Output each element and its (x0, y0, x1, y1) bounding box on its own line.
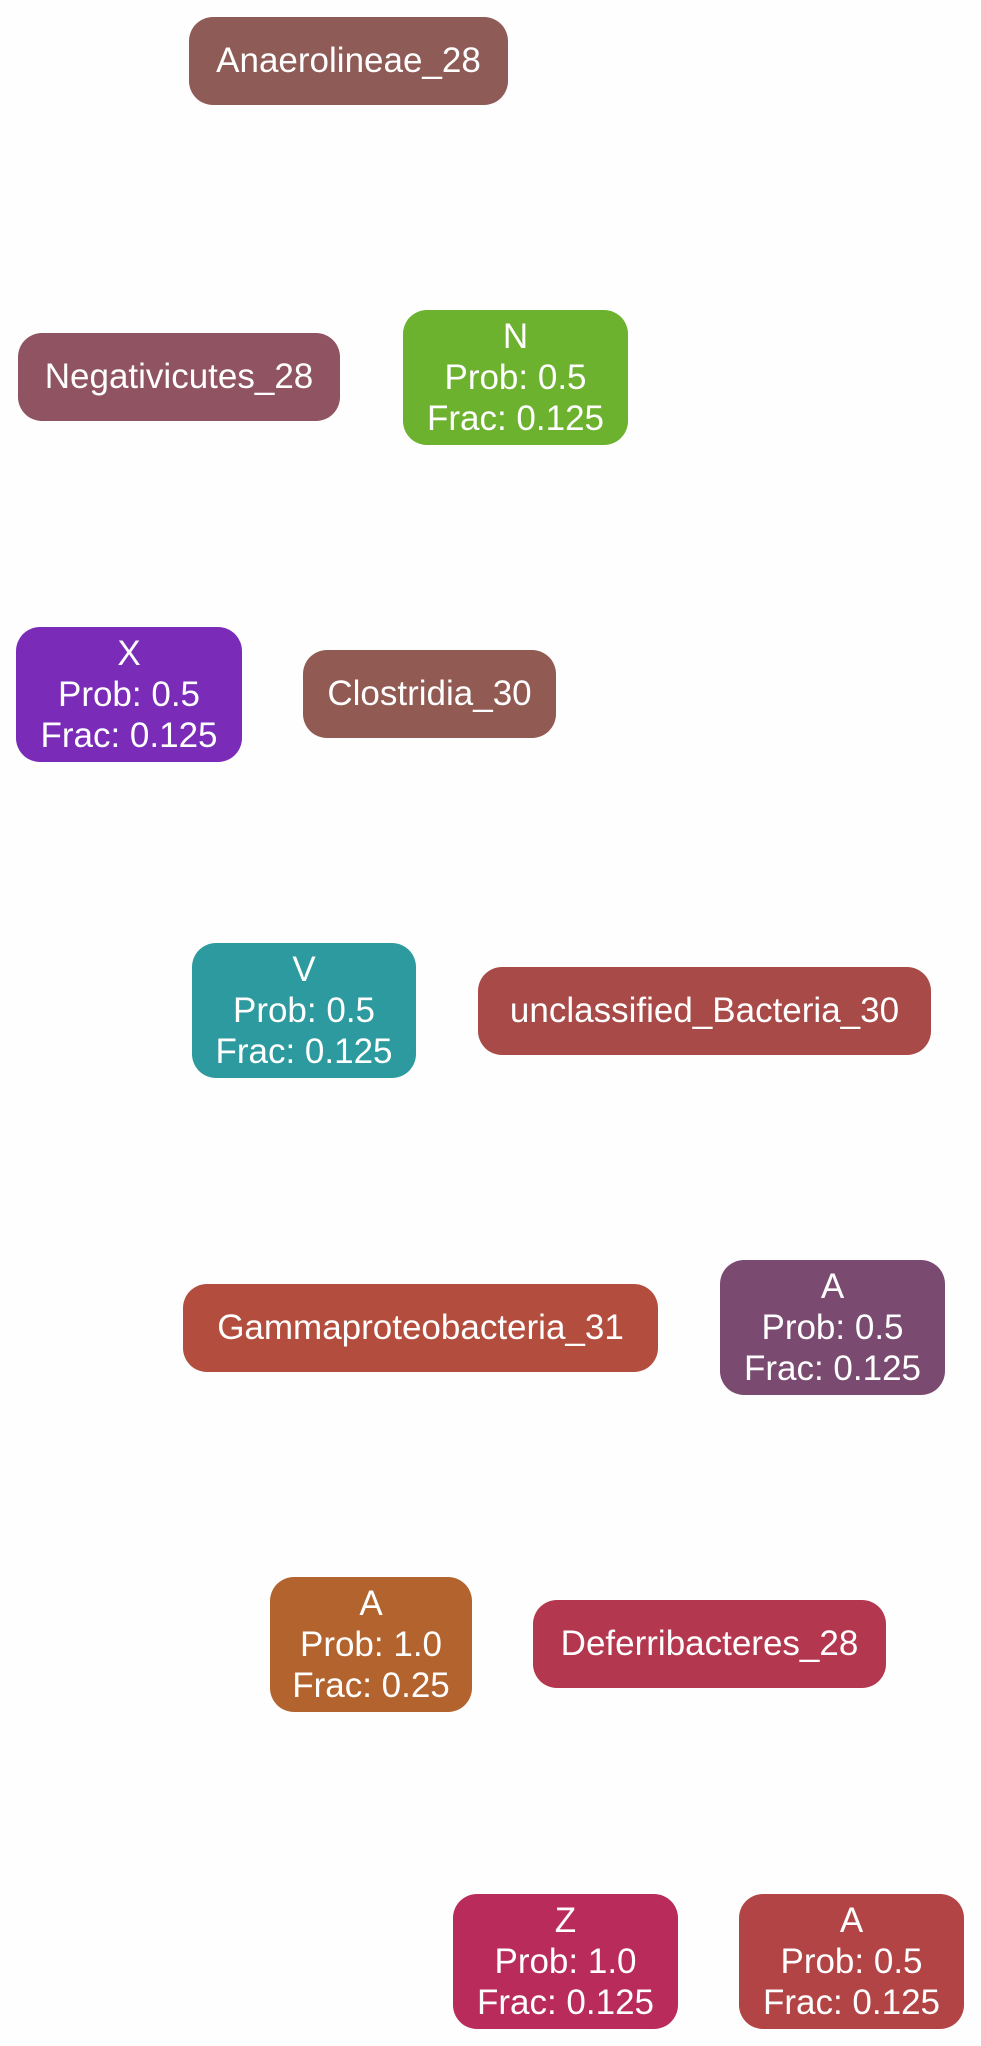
node-anaerolineae-28: Anaerolineae_28 (189, 17, 508, 105)
node-label: Negativicutes_28 (44, 357, 314, 396)
node-frac: Frac: 0.125 (743, 1349, 922, 1388)
node-clostridia-30: Clostridia_30 (303, 650, 556, 738)
node-letter: Z (554, 1901, 577, 1940)
node-residue-a: A Prob: 0.5 Frac: 0.125 (739, 1894, 964, 2029)
node-label: Deferribacteres_28 (560, 1624, 859, 1663)
node-unclassified-bacteria-30: unclassified_Bacteria_30 (478, 967, 931, 1055)
node-residue-n: N Prob: 0.5 Frac: 0.125 (403, 310, 628, 445)
node-negativicutes-28: Negativicutes_28 (18, 333, 340, 421)
node-label: unclassified_Bacteria_30 (509, 991, 900, 1030)
node-deferribacteres-28: Deferribacteres_28 (533, 1600, 886, 1688)
node-prob: Prob: 0.5 (232, 991, 376, 1030)
node-frac: Frac: 0.125 (426, 399, 605, 438)
node-prob: Prob: 0.5 (57, 675, 201, 714)
node-letter: A (820, 1267, 845, 1306)
node-residue-a: A Prob: 0.5 Frac: 0.125 (720, 1260, 945, 1395)
node-prob: Prob: 0.5 (780, 1942, 923, 1981)
node-letter: V (292, 950, 316, 989)
node-residue-x: X Prob: 0.5 Frac: 0.125 (16, 627, 242, 762)
node-gammaproteobacteria-31: Gammaproteobacteria_31 (183, 1284, 658, 1372)
node-residue-z: Z Prob: 1.0 Frac: 0.125 (453, 1894, 678, 2029)
node-letter: N (502, 317, 529, 356)
node-prob: Prob: 1.0 (299, 1625, 443, 1664)
node-label: Anaerolineae_28 (216, 41, 481, 80)
node-letter: A (359, 1584, 383, 1623)
node-frac: Frac: 0.25 (292, 1666, 450, 1705)
node-label: Clostridia_30 (327, 674, 532, 713)
node-prob: Prob: 0.5 (761, 1308, 904, 1347)
node-residue-v: V Prob: 0.5 Frac: 0.125 (192, 943, 416, 1078)
node-letter: X (117, 634, 141, 673)
node-prob: Prob: 1.0 (494, 1942, 637, 1981)
node-frac: Frac: 0.125 (215, 1032, 393, 1071)
node-frac: Frac: 0.125 (40, 716, 218, 755)
node-prob: Prob: 0.5 (444, 358, 587, 397)
node-residue-a: A Prob: 1.0 Frac: 0.25 (270, 1577, 472, 1712)
node-frac: Frac: 0.125 (476, 1983, 655, 2022)
node-frac: Frac: 0.125 (762, 1983, 941, 2022)
node-letter: A (839, 1901, 864, 1940)
node-label: Gammaproteobacteria_31 (217, 1308, 624, 1347)
